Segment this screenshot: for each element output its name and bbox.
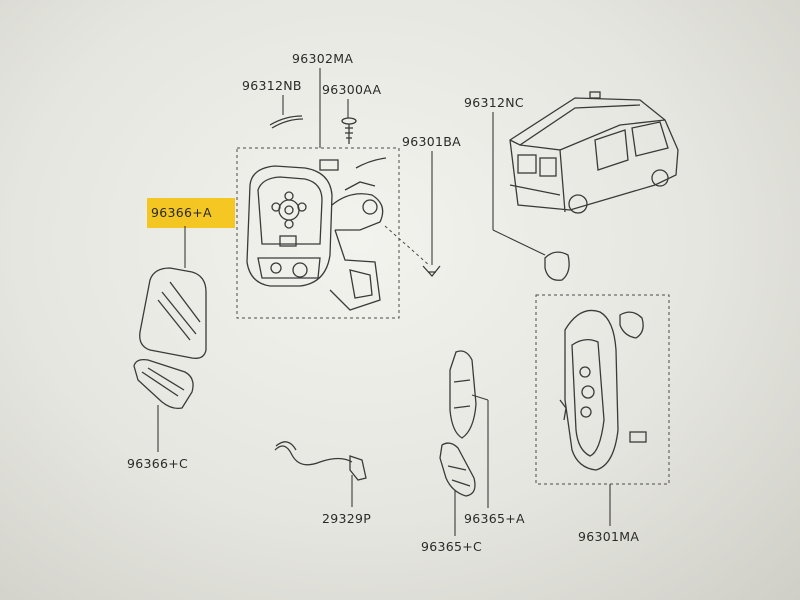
mirror-housing-drawing <box>246 157 387 311</box>
mirror-housing-96301MA-drawing <box>559 309 647 471</box>
label-96312NB[interactable]: 96312NB <box>242 78 302 93</box>
label-96300AA[interactable]: 96300AA <box>322 82 381 97</box>
mirror-glass-96366A-drawing <box>139 267 207 359</box>
clip-96301BA-drawing <box>384 225 441 278</box>
label-96366C[interactable]: 96366+C <box>127 456 188 471</box>
label-96366A[interactable]: 96366+A <box>151 205 212 220</box>
label-96312NC[interactable]: 96312NC <box>464 95 524 110</box>
mirror-glass-96366C-drawing <box>133 358 194 410</box>
assembly-box-96301MA <box>535 294 670 485</box>
label-96365A[interactable]: 96365+A <box>464 511 525 526</box>
cable-29329P-drawing <box>274 441 367 481</box>
van-drawing <box>509 91 679 214</box>
label-96365C[interactable]: 96365+C <box>421 539 482 554</box>
assembly-box-96302MA <box>236 147 400 319</box>
label-96302MA[interactable]: 96302MA <box>292 51 353 66</box>
screw-96300AA-drawing <box>341 117 357 144</box>
part-label-highlight <box>147 198 235 228</box>
leader-lines <box>157 68 611 536</box>
label-29329P[interactable]: 29329P <box>322 511 371 526</box>
label-96301MA[interactable]: 96301MA <box>578 529 639 544</box>
lens-96312NC-drawing <box>544 251 570 281</box>
label-96301BA[interactable]: 96301BA <box>402 134 461 149</box>
lens-96312NB-drawing <box>269 115 303 126</box>
cover-96365C-drawing <box>439 442 476 497</box>
cover-96365A-drawing <box>449 350 477 439</box>
